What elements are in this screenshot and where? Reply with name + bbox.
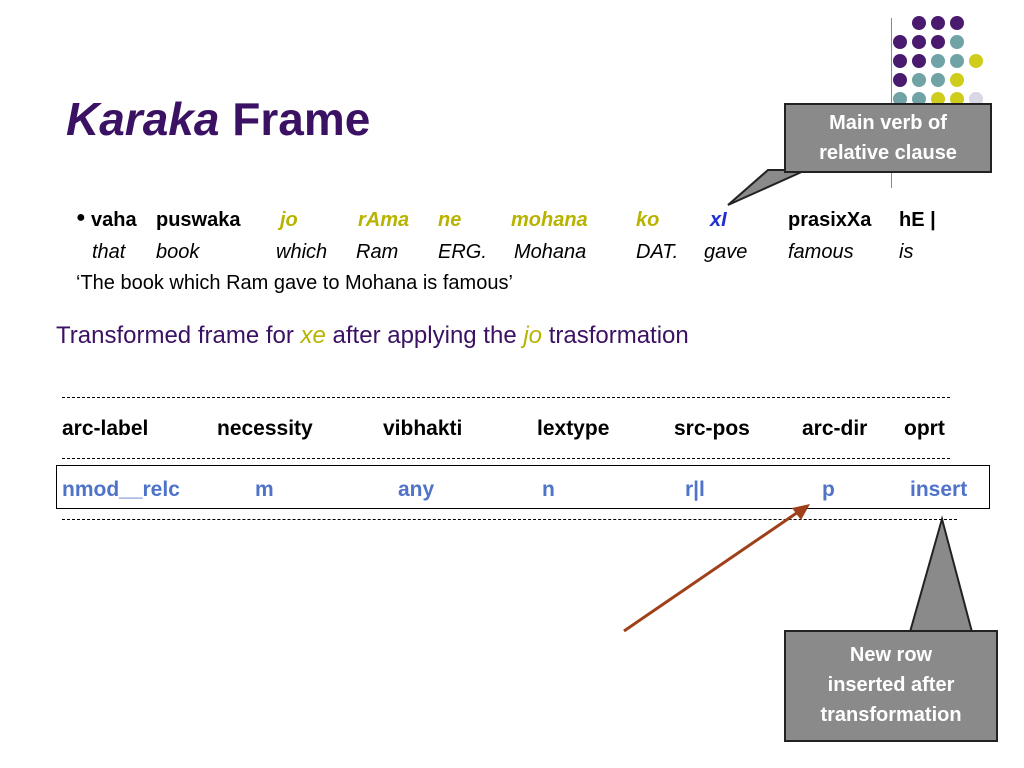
callout-new-row-line2: inserted after: [827, 674, 955, 696]
word-xi: xI: [710, 209, 727, 231]
decorative-dot: [912, 16, 926, 30]
gloss-which: which: [276, 241, 328, 263]
cell-arc-dir: p: [822, 478, 835, 501]
header-lextype: lextype: [537, 417, 610, 440]
title-italic: Karaka: [66, 93, 220, 145]
cell-vibhakti: any: [398, 478, 435, 501]
decorative-dot: [950, 16, 964, 30]
header-oprt: oprt: [904, 417, 945, 440]
callout-new-row: New row inserted after transformation: [784, 630, 998, 742]
decorative-dot: [912, 92, 926, 106]
callout-main-verb-line1: Main verb of: [829, 112, 947, 134]
decorative-dot: [931, 54, 945, 68]
cell-src-pos: r|l: [685, 478, 705, 501]
cell-lextype: n: [542, 478, 555, 501]
header-necessity: necessity: [217, 417, 313, 440]
word-prasixxa: prasixXa: [788, 209, 872, 231]
dashed-divider-middle: [62, 458, 950, 459]
arrow-line: [623, 508, 802, 633]
decorative-dot: [931, 16, 945, 30]
decorative-dot: [931, 92, 945, 106]
subheading: Transformed frame for xe after applying …: [56, 322, 689, 350]
word-jo: jo: [280, 209, 298, 231]
cell-arc-label: nmod__relc: [62, 478, 180, 501]
gloss-erg: ERG.: [438, 241, 487, 263]
decorative-dot: [912, 35, 926, 49]
header-src-pos: src-pos: [674, 417, 750, 440]
decorative-dot: [893, 73, 907, 87]
cell-necessity: m: [255, 478, 274, 501]
header-arc-label: arc-label: [62, 417, 149, 440]
subheading-xe: xe: [300, 322, 326, 349]
gloss-famous: famous: [788, 241, 854, 263]
gloss-book: book: [156, 241, 200, 263]
callout-main-verb-line2: relative clause: [819, 142, 957, 164]
gloss-mohana: Mohana: [514, 241, 587, 263]
title-rest: Frame: [232, 93, 371, 145]
dashed-divider-bottom: [62, 519, 957, 520]
callout-main-verb: Main verb of relative clause: [784, 103, 992, 173]
gloss-gave: gave: [704, 241, 748, 263]
subheading-part1: Transformed frame for: [56, 322, 301, 349]
cell-oprt: insert: [910, 478, 968, 501]
decorative-dot: [950, 73, 964, 87]
word-he: hE |: [899, 209, 936, 231]
gloss-ram: Ram: [356, 241, 399, 263]
dashed-divider-top: [62, 397, 950, 398]
gloss-is: is: [899, 241, 914, 263]
subheading-part3: trasformation: [542, 322, 689, 349]
word-ne: ne: [438, 209, 462, 231]
bullet: ●: [76, 209, 86, 226]
callout-new-row-line3: transformation: [820, 704, 962, 726]
word-puswaka: puswaka: [156, 209, 241, 231]
subheading-jo: jo: [523, 322, 543, 349]
header-vibhakti: vibhakti: [383, 417, 463, 440]
word-ko: ko: [636, 209, 660, 231]
subheading-part2: after applying the: [325, 322, 524, 349]
gloss-dat: DAT.: [636, 241, 679, 263]
decorative-dot: [969, 54, 983, 68]
decorative-dot: [950, 35, 964, 49]
callout-pointer-main-verb: [727, 169, 807, 206]
decorative-dot: [912, 54, 926, 68]
word-vaha: vaha: [91, 209, 137, 231]
word-rama: rAma: [358, 209, 410, 231]
gloss-that: that: [92, 241, 126, 263]
decorative-dot: [893, 92, 907, 106]
decorative-dot: [912, 73, 926, 87]
slide-title: Karaka Frame: [66, 92, 370, 146]
arrow-head: [792, 504, 810, 520]
translation: ‘The book which Ram gave to Mohana is fa…: [76, 272, 513, 294]
decorative-dot: [931, 73, 945, 87]
header-arc-dir: arc-dir: [802, 417, 868, 440]
new-row-box: [56, 465, 990, 509]
decorative-dot: [950, 92, 964, 106]
decorative-dot: [893, 54, 907, 68]
callout-pointer-new-row: [908, 515, 974, 633]
decorative-dot: [969, 92, 983, 106]
decorative-dot: [931, 35, 945, 49]
word-mohana: mohana: [511, 209, 588, 231]
decorative-dot: [950, 54, 964, 68]
callout-new-row-line1: New row: [849, 644, 933, 666]
decorative-dot: [893, 35, 907, 49]
